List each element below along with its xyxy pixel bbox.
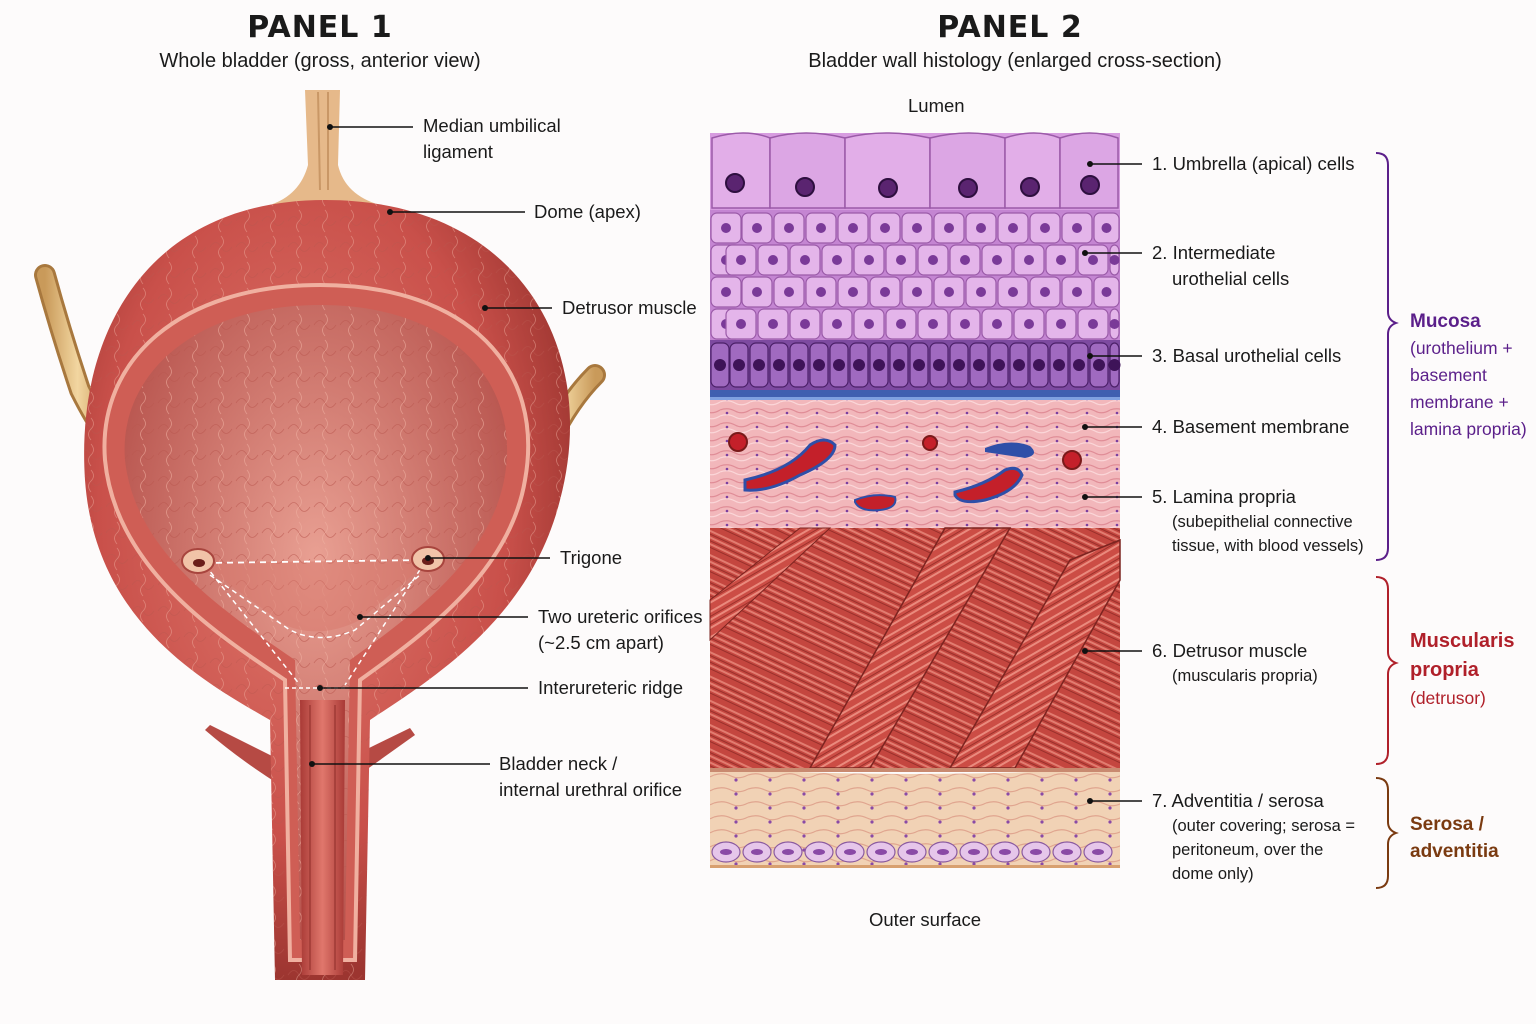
group-mucosa-line2: basement [1410,365,1487,385]
adventitia [710,768,1120,865]
umbrella-cells [711,132,1119,209]
group-serosa-line2: adventitia [1410,841,1499,862]
blood-vessels [728,432,1082,512]
label-layer-5: 5. Lamina propria (subepithelial connect… [1152,484,1364,558]
label-layer-3: 3. Basal urothelial cells [1152,345,1342,366]
label-outer-surface: Outer surface [869,909,982,930]
basement-membrane [710,390,1120,398]
label-layer-5-line3: tissue, with blood vessels) [1172,537,1364,555]
group-mucosa-title: Mucosa [1410,311,1481,332]
label-layer-7: 7. Adventitia / serosa (outer covering; … [1152,788,1355,886]
panel2-title: PANEL 2 [937,10,1083,45]
panel2-subtitle: Bladder wall histology (enlarged cross-s… [808,50,1222,72]
group-serosa-line1: Serosa / [1410,814,1484,835]
serosa-cells [711,841,1113,863]
label-layer-1: 1. Umbrella (apical) cells [1152,153,1355,174]
basal-cells [710,342,1121,388]
label-interureteric-ridge: Interureteric ridge [538,677,683,698]
label-layer-7-line4: dome only) [1172,865,1254,883]
label-layer-5-line1: 5. Lamina propria [1152,486,1296,507]
label-median-umbilical: Median umbilical ligament [423,113,561,165]
group-serosa: Serosa / adventitia [1410,811,1499,865]
panel2-leaders [1085,163,1142,802]
label-lumen: Lumen [908,95,965,116]
urethra [300,700,345,975]
label-layer-2-line2: urothelial cells [1172,268,1290,289]
group-muscularis-line3: (detrusor) [1410,688,1486,708]
label-umbilical-line2: ligament [423,141,493,162]
group-mucosa-line3: membrane + [1410,392,1509,412]
label-layer-4: 4. Basement membrane [1152,416,1350,437]
label-layer-7-line3: peritoneum, over the [1172,841,1324,859]
label-ureteric-orifices: Two ureteric orifices (~2.5 cm apart) [538,604,703,656]
group-muscularis-line2: propria [1410,659,1479,681]
serosa-bracket [1375,777,1399,889]
trigone [200,560,430,632]
panel1-title: PANEL 1 [247,10,393,45]
label-dome: Dome (apex) [534,201,641,222]
lamina-propria [710,400,1120,528]
panel1-subtitle: Whole bladder (gross, anterior view) [159,50,481,72]
label-neck-line1: Bladder neck / [499,753,618,774]
label-neck-line2: internal urethral orifice [499,779,683,800]
label-bladder-neck: Bladder neck / internal urethral orifice [499,751,682,803]
intermediate-cells [710,212,1120,340]
label-trigone: Trigone [560,547,623,568]
group-muscularis-line1: Muscularis [1410,630,1515,652]
muscularis-bracket [1375,576,1399,765]
median-umbilical-ligament [270,90,380,205]
label-layer-7-line2: (outer covering; serosa = [1172,817,1355,835]
group-mucosa-line1: (urothelium + [1410,338,1513,358]
label-umbilical-line1: Median umbilical [423,115,561,136]
group-muscularis: Muscularis propria (detrusor) [1410,627,1514,712]
label-ureteric-line1: Two ureteric orifices [538,606,703,627]
label-layer-6: 6. Detrusor muscle (muscularis propria) [1152,638,1318,688]
label-layer-7-line1: 7. Adventitia / serosa [1152,790,1324,811]
label-layer-2-line1: 2. Intermediate [1152,242,1276,263]
panel1-leaders [312,126,552,765]
label-layer-6-line1: 6. Detrusor muscle [1152,640,1308,661]
label-ureteric-line2: (~2.5 cm apart) [538,632,664,653]
group-mucosa-line4: lamina propria) [1410,419,1527,439]
label-detrusor-gross: Detrusor muscle [562,297,697,318]
label-layer-5-line2: (subepithelial connective [1172,513,1353,531]
mucosa-bracket [1375,152,1399,561]
label-layer-6-line2: (muscularis propria) [1172,667,1318,685]
histology-block [709,132,1121,868]
label-layer-2: 2. Intermediate urothelial cells [1152,240,1289,292]
group-mucosa: Mucosa (urothelium + basement membrane +… [1410,308,1527,443]
